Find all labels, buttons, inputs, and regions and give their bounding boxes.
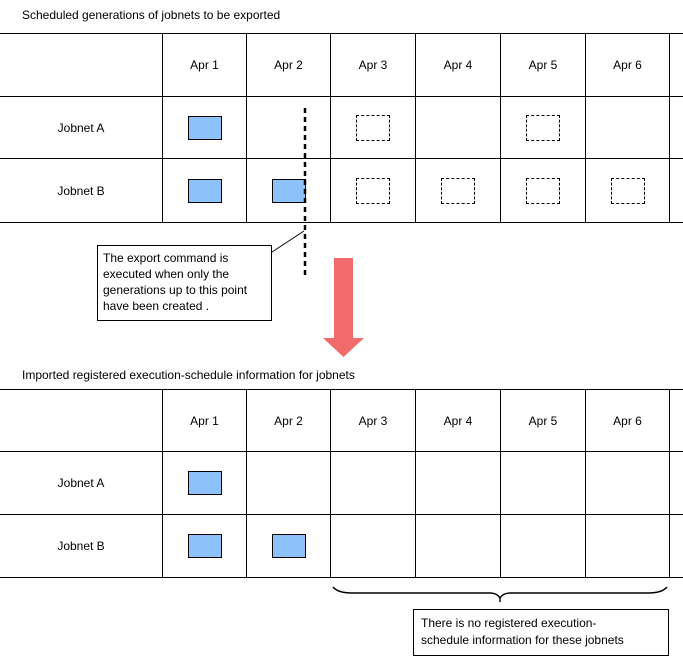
generation-box-scheduled <box>356 177 390 204</box>
down-arrow-icon <box>323 258 364 357</box>
schedule-cell <box>586 159 670 222</box>
schedule-cell <box>416 159 501 222</box>
edge-cell <box>670 34 683 96</box>
schedule-cell <box>163 159 247 222</box>
row-label: Jobnet A <box>0 97 163 158</box>
schedule-cell <box>586 515 670 577</box>
schedule-cell <box>416 97 501 158</box>
callout-line: have been created . <box>103 299 210 313</box>
corner-cell <box>0 34 163 96</box>
no-schedule-note: There is no registered execution- schedu… <box>413 609 669 656</box>
column-header: Apr 6 <box>586 34 670 96</box>
column-header: Apr 5 <box>501 34 586 96</box>
row-label: Jobnet B <box>0 515 163 577</box>
schedule-cell <box>331 159 416 222</box>
column-header: Apr 6 <box>586 390 670 451</box>
callout-leader-line <box>271 230 305 253</box>
note-line: schedule information for these jobnets <box>421 633 624 647</box>
schedule-cell <box>331 515 416 577</box>
schedule-cell <box>163 97 247 158</box>
schedule-cell <box>247 515 331 577</box>
schedule-cell <box>416 515 501 577</box>
export-callout: The export command is executed when only… <box>97 245 272 321</box>
schedule-cell <box>247 159 331 222</box>
edge-cell <box>670 159 683 222</box>
schedule-cell <box>501 515 586 577</box>
schedule-cell <box>247 452 331 514</box>
note-line: There is no registered execution- <box>421 616 597 630</box>
column-header: Apr 1 <box>163 390 247 451</box>
generation-box-scheduled <box>441 177 475 204</box>
generation-box-scheduled <box>526 177 560 204</box>
schedule-cell <box>501 452 586 514</box>
generation-box-scheduled <box>610 177 645 204</box>
column-header: Apr 4 <box>416 34 501 96</box>
column-header: Apr 2 <box>247 390 331 451</box>
column-header: Apr 1 <box>163 34 247 96</box>
top-table-title: Scheduled generations of jobnets to be e… <box>22 8 281 22</box>
column-header: Apr 2 <box>247 34 331 96</box>
row-label: Jobnet A <box>0 452 163 514</box>
schedule-cell <box>586 97 670 158</box>
callout-line: The export command is <box>103 251 229 265</box>
jobnet-row: Jobnet B <box>0 514 683 577</box>
generation-box-created <box>187 178 222 203</box>
schedule-cell <box>331 452 416 514</box>
column-header: Apr 4 <box>416 390 501 451</box>
schedule-cell <box>501 97 586 158</box>
generation-box-created <box>187 471 222 495</box>
schedule-cell <box>247 97 331 158</box>
schedule-cell <box>586 452 670 514</box>
column-header: Apr 3 <box>331 390 416 451</box>
edge-cell <box>670 515 683 577</box>
schedule-cell <box>416 452 501 514</box>
row-label: Jobnet B <box>0 159 163 222</box>
bottom-table-title: Imported registered execution-schedule i… <box>22 368 355 382</box>
edge-cell <box>670 452 683 514</box>
generation-box-created <box>271 534 306 558</box>
schedule-cell <box>331 97 416 158</box>
schedule-cell <box>163 515 247 577</box>
edge-cell <box>670 97 683 158</box>
jobnet-row: Jobnet A <box>0 96 683 158</box>
jobnet-row: Jobnet A <box>0 451 683 514</box>
generation-box-scheduled <box>526 114 560 141</box>
generation-box-scheduled <box>356 114 390 141</box>
generation-box-created <box>187 115 222 140</box>
generation-box-created <box>187 534 222 558</box>
generation-box-created <box>271 178 306 203</box>
column-header: Apr 5 <box>501 390 586 451</box>
callout-line: generations up to this point <box>103 283 248 297</box>
underbrace-icon <box>332 586 668 602</box>
corner-cell <box>0 390 163 451</box>
schedule-cell <box>501 159 586 222</box>
column-header: Apr 3 <box>331 34 416 96</box>
callout-line: executed when only the <box>103 267 230 281</box>
schedule-cell <box>163 452 247 514</box>
edge-cell <box>670 390 683 451</box>
jobnet-row: Jobnet B <box>0 158 683 222</box>
